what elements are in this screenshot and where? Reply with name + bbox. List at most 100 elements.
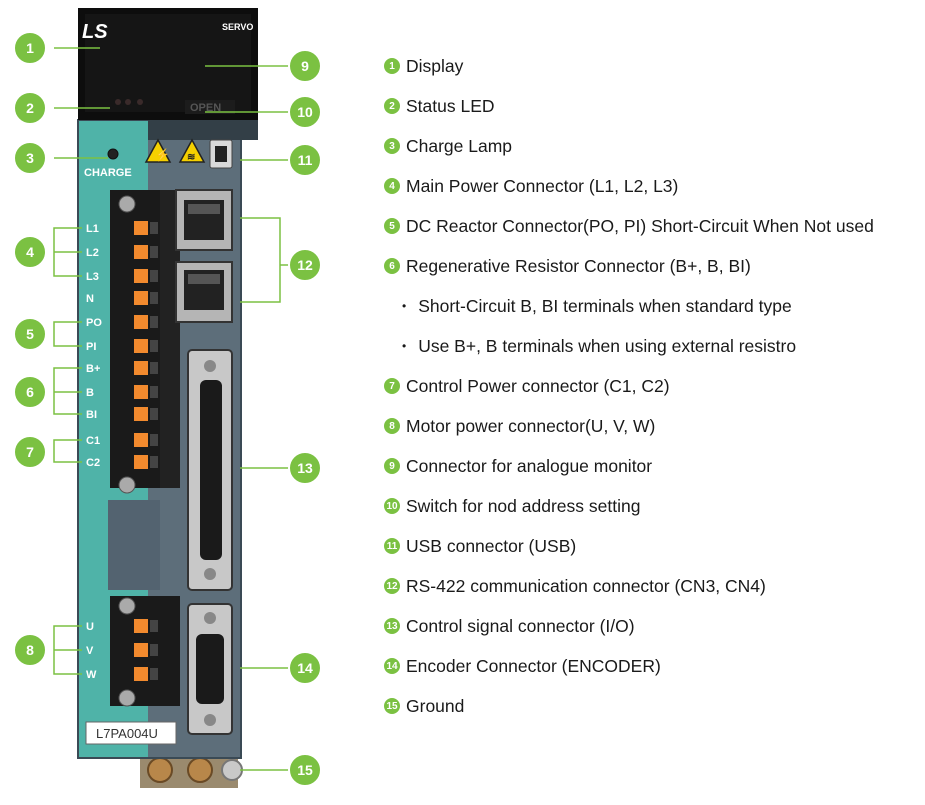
rs422-in-port[interactable] [175, 189, 233, 251]
terminal-slot [150, 340, 158, 352]
callout-number-3: 3 [26, 150, 34, 166]
rs422-in-label: IN [245, 199, 257, 210]
legend-number: 15 [384, 698, 400, 714]
legend-sub-item: •Short-Circuit B, BI terminals when stan… [402, 294, 792, 318]
io-connector[interactable] [187, 349, 233, 591]
terminal-block-screw-top [118, 195, 136, 213]
encoder-connector[interactable] [187, 603, 233, 735]
terminal-label: L1 [86, 223, 99, 235]
terminal-slot [150, 386, 158, 398]
motor-terminal-label: V [86, 645, 94, 657]
callout-number-4: 4 [26, 244, 34, 260]
legend-text: Charge Lamp [406, 135, 513, 156]
legend-number: 7 [384, 378, 400, 394]
rs422-out-label: OUT [245, 317, 257, 341]
terminal-release-tab [134, 339, 148, 353]
terminal-release-tab [134, 455, 148, 469]
callout-circle-3 [13, 141, 47, 175]
callout-number-7: 7 [26, 444, 34, 460]
legend-sub-item: •Use B+, B terminals when using external… [402, 334, 796, 358]
terminal-slot [150, 222, 158, 234]
charge-lamp [107, 148, 119, 160]
terminal-cover-plate [108, 500, 160, 590]
terminal-label: PI [86, 341, 96, 353]
usb-label: USB [245, 145, 257, 168]
legend-text: Control Power connector (C1, C2) [406, 375, 670, 396]
legend-item: 10 Switch for nod address setting [384, 494, 640, 518]
terminal-slot [150, 408, 158, 420]
terminal-label: B [86, 387, 94, 399]
terminal-block-screw-bottom [118, 476, 136, 494]
legend-number: 10 [384, 498, 400, 514]
rs422-out-port[interactable] [175, 261, 233, 323]
terminal-release-tab [134, 361, 148, 375]
terminal-release-tab [134, 385, 148, 399]
callout-circle-8 [13, 633, 47, 667]
terminal-release-tab [134, 619, 148, 633]
legend-text: Motor power connector(U, V, W) [406, 415, 656, 436]
legend-number: 1 [384, 58, 400, 74]
rs422-label: RS-422 [245, 249, 257, 286]
legend-number: 6 [384, 258, 400, 274]
legend-number: 8 [384, 418, 400, 434]
callout-number-2: 2 [26, 100, 34, 116]
legend-text: Status LED [406, 95, 495, 116]
terminal-label: L3 [86, 271, 99, 283]
callout-number-10: 10 [297, 104, 313, 120]
legend-text: Encoder Connector (ENCODER) [406, 655, 661, 676]
terminal-release-tab [134, 407, 148, 421]
charge-label: CHARGE [84, 167, 132, 179]
high-voltage-warning-icon: ⚡ [144, 138, 172, 163]
terminal-label: N [86, 293, 94, 305]
usb-port[interactable] [209, 139, 233, 169]
motor-terminal-label: U [86, 621, 94, 633]
callout-circle-14 [288, 651, 322, 685]
legend-text: Switch for nod address setting [406, 495, 641, 516]
legend-number: 13 [384, 618, 400, 634]
callout-number-14: 14 [297, 660, 313, 676]
terminal-slot [150, 456, 158, 468]
terminal-screws-top [134, 221, 158, 469]
terminal-label: PO [86, 317, 102, 329]
callout-circle-9 [288, 49, 322, 83]
legend-number: 11 [384, 538, 400, 554]
terminal-labels-bottom: UVW [86, 621, 97, 681]
callout-number-15: 15 [297, 762, 313, 778]
legend-item: 8 Motor power connector(U, V, W) [384, 414, 655, 438]
svg-text:≋: ≋ [187, 152, 195, 163]
callout-circle-1 [13, 31, 47, 65]
hot-surface-warning-icon: ≋ [178, 138, 206, 163]
callout-number-9: 9 [301, 58, 309, 74]
legend-text: USB connector (USB) [406, 535, 577, 556]
terminal-screws-bottom [134, 619, 158, 681]
terminal-slot [150, 316, 158, 328]
svg-text:⚡: ⚡ [155, 148, 170, 162]
motor-block-screw-top [118, 597, 136, 615]
legend-text: Display [406, 55, 464, 76]
terminal-slot [150, 362, 158, 374]
legend-text: DC Reactor Connector(PO, PI) Short-Circu… [406, 215, 874, 236]
terminal-label: C2 [86, 457, 100, 469]
terminal-release-tab [134, 667, 148, 681]
terminal-slot [150, 292, 158, 304]
legend-text: Connector for analogue monitor [406, 455, 653, 476]
callout-leader-lines [53, 47, 290, 771]
callout-number-12: 12 [297, 257, 313, 273]
callout-circle-15 [288, 753, 322, 787]
terminal-label: BI [86, 409, 97, 421]
callout-number-1: 1 [26, 40, 34, 56]
legend-number: 12 [384, 578, 400, 594]
callout-number-8: 8 [26, 642, 34, 658]
legend-item: 11 USB connector (USB) [384, 534, 576, 558]
callout-number-5: 5 [26, 326, 34, 342]
callout-circle-10 [288, 95, 322, 129]
